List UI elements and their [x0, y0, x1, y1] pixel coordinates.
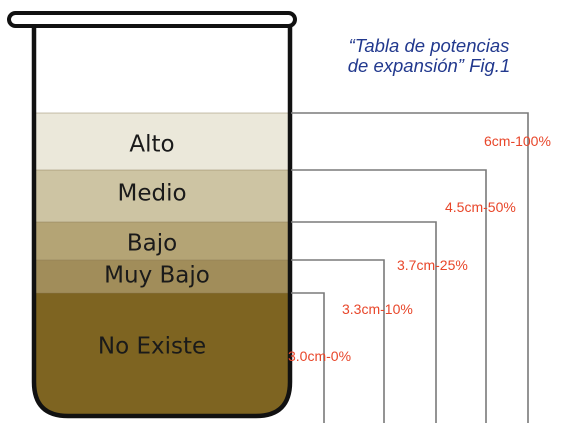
layer-label-bajo: Bajo	[127, 231, 177, 257]
layer-label-alto: Alto	[129, 132, 174, 158]
beaker-rim	[7, 11, 297, 28]
figure-caption: “Tabla de potencias de expansión” Fig.1	[318, 36, 540, 76]
measurement-label-muy-bajo: 3.3cm-10%	[342, 301, 413, 317]
leader-medio	[291, 169, 487, 423]
layer-label-muy-bajo: Muy Bajo	[104, 263, 210, 289]
beaker-fill	[34, 113, 290, 416]
caption-line-2: de expansión” Fig.1	[347, 55, 511, 76]
caption-line-1: “Tabla de potencias	[348, 35, 510, 56]
measurement-label-no-existe: 3.0cm-0%	[288, 348, 351, 364]
layer-label-medio: Medio	[117, 181, 186, 207]
layer-band-medio	[34, 170, 290, 222]
beaker-outline	[31, 24, 293, 419]
measurement-label-alto: 6cm-100%	[484, 133, 551, 149]
measurement-leaders	[291, 112, 529, 423]
measurement-label-bajo: 3.7cm-25%	[397, 257, 468, 273]
leader-alto	[291, 112, 529, 423]
layer-band-muy-bajo	[34, 260, 290, 293]
layer-label-no-existe: No Existe	[98, 334, 206, 360]
leader-bajo	[291, 221, 437, 423]
leader-no-existe	[291, 292, 325, 423]
layer-dividers	[34, 112, 290, 294]
measurement-label-medio: 4.5cm-50%	[445, 199, 516, 215]
layer-band-alto	[34, 113, 290, 170]
layer-band-no-existe	[34, 293, 290, 416]
layer-band-bajo	[34, 222, 290, 260]
leader-muy-bajo	[291, 259, 385, 423]
